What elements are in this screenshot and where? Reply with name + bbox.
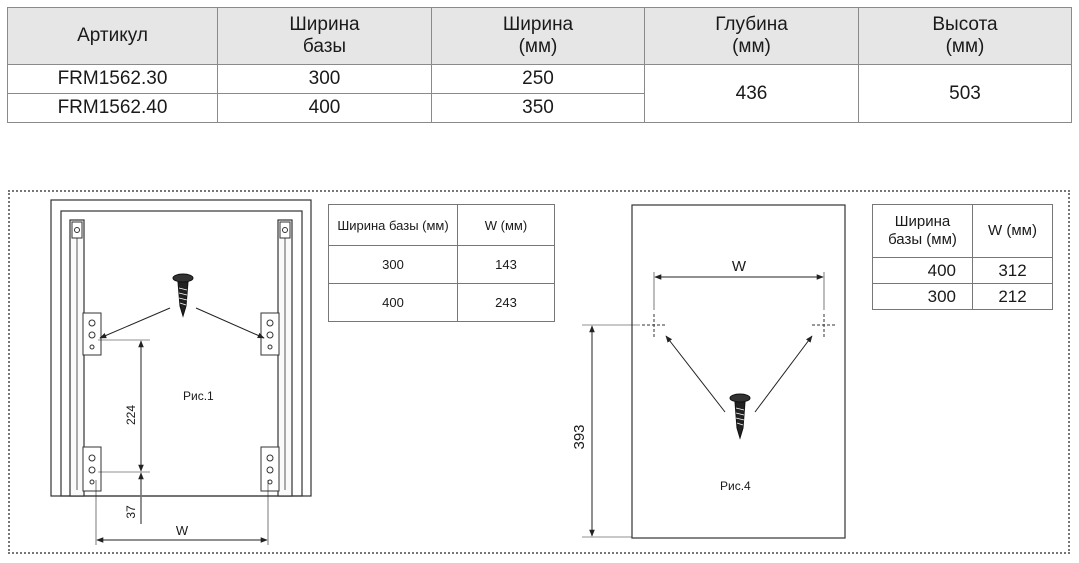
fig1-dim-37: 37 — [124, 505, 138, 519]
header-width: Ширина(мм) — [431, 7, 645, 65]
fig4-dimensions — [582, 272, 825, 538]
fig1-dim-224: 224 — [124, 405, 138, 425]
header-w: W (мм) — [457, 204, 555, 246]
drawing-frame — [8, 190, 1070, 554]
header-base-width: Ширина базы (мм) — [328, 204, 458, 246]
fig1-arrows — [99, 307, 265, 339]
header-depth: Глубина(мм) — [644, 7, 859, 65]
fig1-rail-hooks — [71, 221, 291, 239]
cell-width: 250 — [431, 64, 645, 94]
cell-depth: 436 — [644, 64, 859, 123]
fig1-table-header: Ширина базы (мм) W (мм) — [328, 204, 555, 246]
fig1-caption: Рис.1 — [183, 389, 214, 403]
fig4-screw-icon — [729, 393, 751, 440]
fig4-caption: Рис.4 — [720, 479, 751, 493]
cell-base-width: 400 — [328, 283, 458, 322]
table-row: FRM1562.40 400 350 — [7, 93, 1072, 123]
cell-w: 212 — [972, 283, 1053, 310]
cell-base-width: 300 — [217, 64, 432, 94]
table-row: FRM1562.30 300 250 436 503 — [7, 64, 1072, 123]
fig4-panel — [631, 204, 846, 539]
fig4-dim-393: 393 — [571, 424, 588, 449]
cell-height: 503 — [858, 64, 1072, 123]
fig4-dim-w: W — [732, 258, 747, 275]
cell-w: 312 — [972, 257, 1053, 284]
fig4-mount-marks — [642, 314, 836, 337]
cell-article: FRM1562.40 — [7, 93, 218, 123]
cell-base-width: 300 — [328, 245, 458, 284]
fig1-cabinet — [50, 199, 312, 497]
table-row: 300 143 — [328, 245, 555, 284]
fig4-arrows — [665, 335, 813, 413]
table-row: 400 243 — [328, 283, 555, 322]
table-row: 400 312 — [872, 257, 1053, 284]
cell-width: 350 — [431, 93, 645, 123]
cell-w: 143 — [457, 245, 555, 284]
fig1-dimensions — [95, 339, 269, 545]
cell-base-width: 400 — [217, 93, 432, 123]
cell-w: 243 — [457, 283, 555, 322]
cell-base-width: 400 — [872, 257, 973, 284]
fig1-dim-w: W — [176, 523, 189, 538]
header-article: Артикул — [7, 7, 218, 65]
cell-base-width: 300 — [872, 283, 973, 310]
cell-article: FRM1562.30 — [7, 64, 218, 94]
table-row: 300 212 — [872, 283, 1053, 310]
fig1-screw-icon — [172, 273, 194, 318]
header-w: W (мм) — [972, 204, 1053, 258]
fig1-width-table: Ширина базы (мм) W (мм) 300 143 400 243 — [328, 204, 555, 322]
